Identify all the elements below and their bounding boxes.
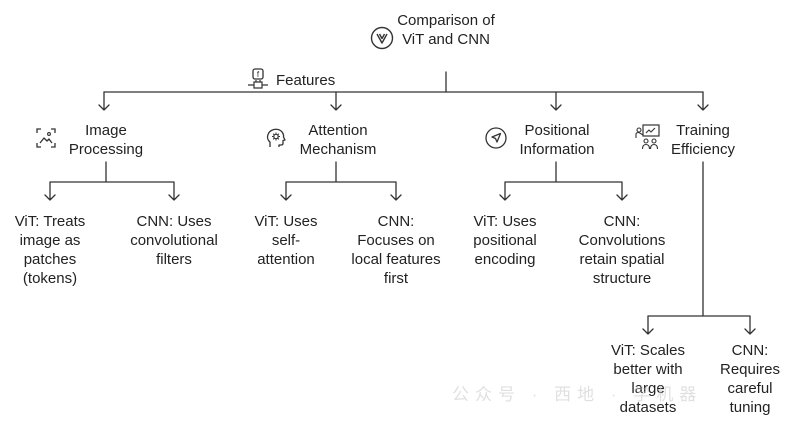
features-label: Features (276, 72, 336, 89)
connector-group-3 (499, 161, 628, 201)
vector-logo-icon (370, 26, 394, 50)
connector-cat-2 (330, 91, 342, 111)
head-gear-icon (266, 128, 286, 147)
leaf-cnn-positional: CNN: Convolutions retain spatial structu… (578, 213, 666, 287)
leaf-cnn-training: CNN: Requires careful tuning (719, 342, 781, 416)
category-label-image-processing: Image Processing (68, 122, 144, 158)
watermark-text: 公众号 · 西地 · 学机器 (452, 385, 703, 404)
leaf-cnn-attention: CNN: Focuses on local features first (351, 213, 441, 287)
category-label-training-efficiency: Training Efficiency (671, 122, 735, 158)
connector-cat-4 (697, 91, 709, 111)
connector-group-4 (642, 161, 756, 335)
navigation-arrow-icon (485, 127, 507, 149)
category-label-positional-information: Positional Information (519, 122, 595, 158)
connector-cat-3 (550, 91, 562, 111)
leaf-vit-image-processing: ViT: Treats image as patches (tokens) (14, 213, 86, 287)
leaf-vit-attention: ViT: Uses self-attention (254, 213, 318, 268)
category-label-attention-mechanism: Attention Mechanism (299, 122, 377, 158)
leaf-vit-training: ViT: Scales better with large datasets (611, 342, 685, 416)
connector-cat-1 (98, 91, 110, 111)
presentation-icon (635, 124, 660, 150)
leaf-cnn-image-processing-text: CNN: Uses convolutional filters (130, 213, 218, 268)
feature-plug-icon: f (248, 68, 268, 89)
leaf-vit-positional: ViT: Uses positional encoding (473, 213, 537, 268)
svg-text:f: f (257, 70, 260, 79)
connector-group-1 (44, 161, 180, 201)
connector-group-2 (280, 161, 402, 201)
diagram-title: Comparison of ViT and CNN (397, 12, 495, 48)
image-icon (36, 128, 56, 148)
